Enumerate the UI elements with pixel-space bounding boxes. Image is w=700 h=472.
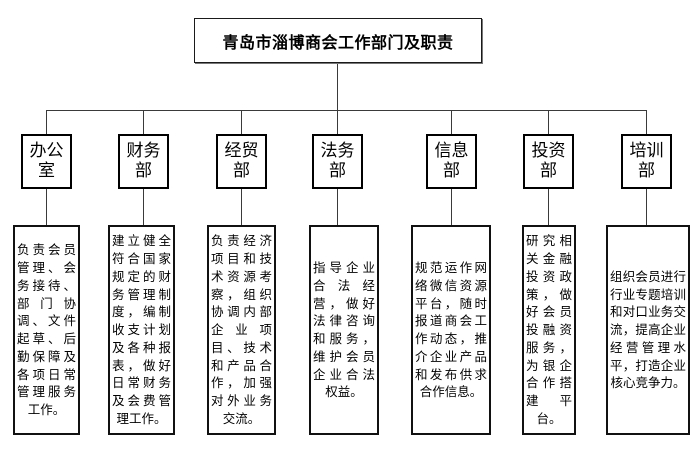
connector-horizontal-bus [46,110,646,111]
dept-node-legal[interactable]: 法务部 [312,134,363,189]
dept-label-office: 办公室 [29,141,64,181]
dept-node-training[interactable]: 培训部 [621,134,672,189]
duty-text-office: 负责会员管理、会务接待、部门协调、文件起草、后勤保障及各项日常管理服务工作。 [17,242,76,417]
connector-dept-7-to-duty-7 [646,189,647,225]
connector-bus-to-dept-6 [548,110,549,134]
duty-text-trade: 负责经济项目和技术资源考察，组织协调内部企业项目、技术和产品合作，加强对外业务交… [211,233,272,426]
duty-text-investment: 研究相关金融投资政策，做好会员投融资服务，为银企合作搭建平台。 [526,233,572,426]
connector-bus-to-dept-7 [646,110,647,134]
duty-node-legal: 指导企业合法经营，做好法律咨询和服务，维护会员企业合法权益。 [309,225,379,435]
connector-bus-to-dept-2 [143,110,144,134]
dept-label-information: 信息部 [434,141,469,181]
connector-dept-1-to-duty-1 [46,189,47,225]
dept-node-office[interactable]: 办公室 [21,134,72,189]
connector-dept-4-to-duty-4 [337,189,338,225]
dept-node-investment[interactable]: 投资部 [523,134,574,189]
dept-label-finance: 财务部 [126,141,161,181]
connector-bus-to-dept-4 [337,110,338,134]
page-title: 青岛市淄博商会工作部门及职责 [222,32,454,52]
connector-root-stem [337,63,338,111]
connector-bus-to-dept-1 [46,110,47,134]
duty-text-information: 规范运作网络微信资源平台，随时报道商会工作动态，推介企业产品和发布供求合作信息。 [415,260,487,400]
duty-node-office: 负责会员管理、会务接待、部门协调、文件起草、后勤保障及各项日常管理服务工作。 [13,225,80,435]
dept-node-finance[interactable]: 财务部 [118,134,169,189]
dept-label-training: 培训部 [629,141,664,181]
connector-dept-2-to-duty-2 [143,189,144,225]
duty-node-investment: 研究相关金融投资政策，做好会员投融资服务，为银企合作搭建平台。 [522,225,576,435]
connector-dept-6-to-duty-6 [548,189,549,225]
duty-node-finance: 建立健全符合国家规定的财务管理制度，编制收支计划及各种报表，做好日常财务及会费管… [108,225,175,435]
dept-label-trade: 经贸部 [224,141,259,181]
dept-label-legal: 法务部 [320,141,355,181]
dept-label-investment: 投资部 [531,141,566,181]
duty-text-finance: 建立健全符合国家规定的财务管理制度，编制收支计划及各种报表，做好日常财务及会费管… [112,233,171,426]
duty-text-training: 组织会员进行行业专题培训和对口业务交流，提高企业经营管理水平，打造企业核心竞争力… [610,268,686,391]
duty-node-information: 规范运作网络微信资源平台，随时报道商会工作动态，推介企业产品和发布供求合作信息。 [411,225,491,435]
duty-node-trade: 负责经济项目和技术资源考察，组织协调内部企业项目、技术和产品合作，加强对外业务交… [207,225,276,435]
dept-node-information[interactable]: 信息部 [426,134,477,189]
org-chart-root-node: 青岛市淄博商会工作部门及职责 [194,18,482,63]
connector-dept-3-to-duty-3 [241,189,242,225]
connector-bus-to-dept-3 [241,110,242,134]
duty-node-training: 组织会员进行行业专题培训和对口业务交流，提高企业经营管理水平，打造企业核心竞争力… [606,225,690,435]
duty-text-legal: 指导企业合法经营，做好法律咨询和服务，维护会员企业合法权益。 [313,260,375,400]
connector-dept-5-to-duty-5 [451,189,452,225]
connector-bus-to-dept-5 [451,110,452,134]
dept-node-trade[interactable]: 经贸部 [216,134,267,189]
